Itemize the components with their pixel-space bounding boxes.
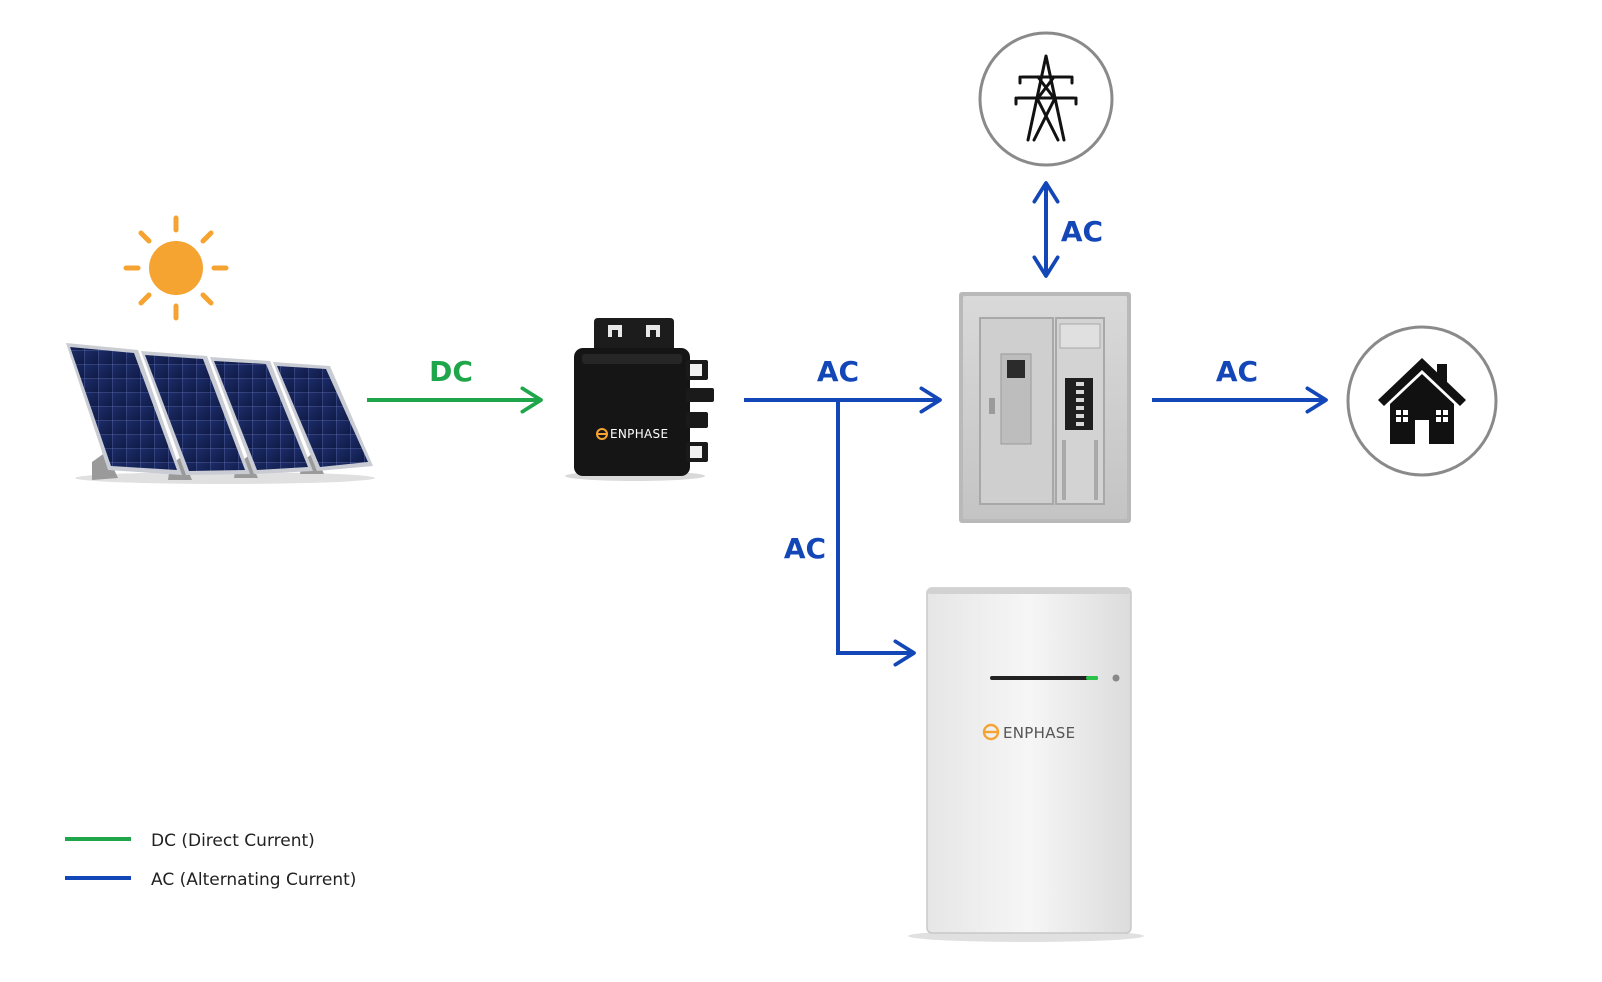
solar-panel bbox=[141, 351, 250, 475]
house-icon bbox=[1378, 358, 1466, 444]
solar-panel-array bbox=[66, 343, 375, 484]
enphase-logo bbox=[982, 723, 1000, 741]
battery-brand: ENPHASE bbox=[1003, 724, 1075, 742]
ac-label-inverter: AC bbox=[817, 355, 859, 388]
legend-label-ac: AC (Alternating Current) bbox=[151, 870, 356, 890]
ac-label-home: AC bbox=[1216, 355, 1258, 388]
ac-label-battery: AC bbox=[784, 532, 826, 565]
transmission-tower-icon bbox=[1014, 54, 1078, 142]
ac-branch-arrow bbox=[836, 400, 916, 667]
legend-item-ac: AC (Alternating Current) bbox=[65, 870, 356, 890]
legend-item-dc: DC (Direct Current) bbox=[65, 831, 315, 851]
ac-label-grid: AC bbox=[1061, 215, 1103, 248]
solar-panel bbox=[210, 357, 313, 474]
legend: DC (Direct Current) AC (Alternating Curr… bbox=[65, 831, 356, 890]
enphase-logo bbox=[596, 428, 608, 440]
battery-storage-unit: ENPHASE bbox=[908, 587, 1144, 942]
legend-label-dc: DC (Direct Current) bbox=[151, 831, 315, 851]
microinverter-device: ENPHASE bbox=[565, 318, 714, 481]
solar-panel bbox=[273, 362, 373, 471]
sun-icon bbox=[123, 215, 229, 321]
load-center-panel bbox=[959, 292, 1131, 523]
dc-label: DC bbox=[429, 355, 473, 388]
inverter-brand: ENPHASE bbox=[610, 427, 668, 441]
solar-panel bbox=[66, 343, 182, 475]
